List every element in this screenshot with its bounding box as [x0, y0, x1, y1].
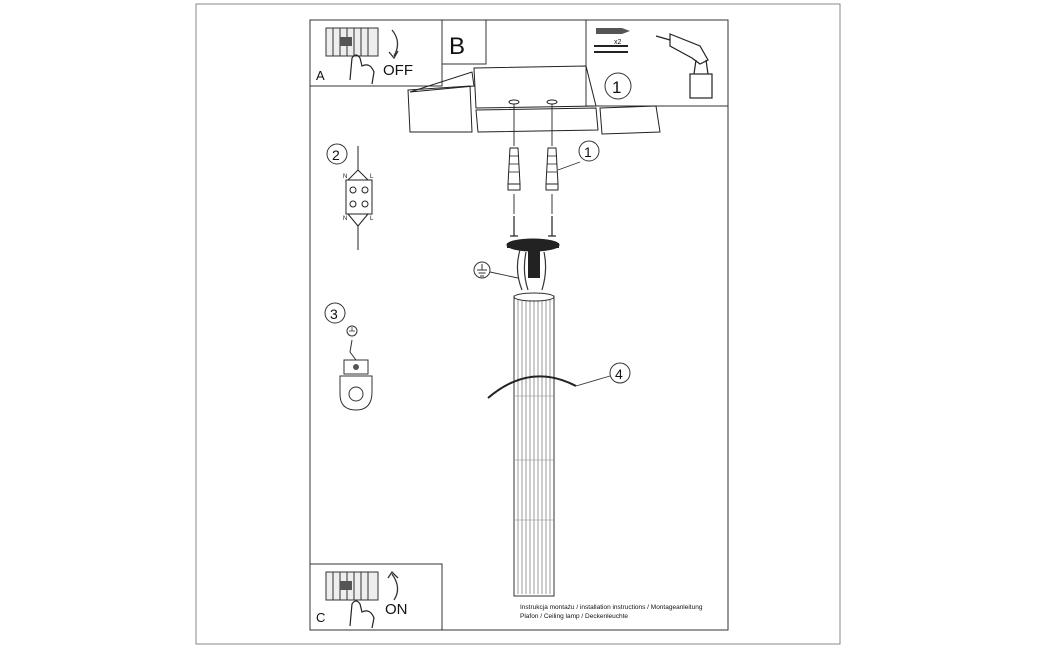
panel-a: A OFF — [309, 19, 443, 87]
panel-b-letter: B — [449, 33, 465, 60]
panel-c-state: ON — [385, 601, 408, 618]
screws — [510, 216, 556, 237]
ceiling-panels — [407, 65, 661, 135]
panel-b: B — [441, 19, 487, 65]
wall-plug-icon — [594, 28, 630, 53]
tools-box: x2 1 — [585, 19, 729, 107]
wiring-detail: 2 N L N L — [326, 143, 374, 250]
footer-line-2: Plafon / Ceiling lamp / Deckenleuchte — [520, 613, 628, 620]
canopy — [506, 238, 560, 291]
panel-c: C ON — [309, 563, 443, 631]
wiring-label-n-bottom: N — [343, 216, 347, 222]
earth-detail: 3 — [324, 302, 373, 411]
sheet-border — [309, 19, 729, 631]
callout-plugs: 1 — [584, 144, 592, 160]
lamp-tube — [513, 292, 555, 597]
hand-icon — [349, 600, 375, 629]
hand-icon — [349, 54, 375, 85]
clip-ring — [487, 375, 577, 399]
wiring-label-l-bottom: L — [370, 216, 374, 222]
callout-clip: 4 — [615, 366, 623, 382]
callout-wiring: 2 — [332, 147, 340, 163]
footer-line-1: Instrukcja montażu / installation instru… — [520, 604, 703, 611]
tools-quantity: x2 — [614, 39, 622, 46]
panel-c-letter: C — [316, 610, 325, 625]
breaker-icon — [325, 571, 379, 601]
breaker-icon — [325, 27, 379, 57]
arrow-up-icon — [391, 573, 399, 601]
drill-icon — [655, 33, 713, 99]
panel-a-letter: A — [316, 68, 325, 83]
callout-earth: 3 — [330, 306, 338, 322]
tools-step-number: 1 — [612, 78, 621, 97]
arrow-down-icon — [391, 29, 399, 57]
outer-border — [195, 3, 841, 645]
wiring-label-l: L — [370, 174, 374, 180]
wall-plugs — [507, 147, 559, 191]
wiring-label-n: N — [343, 174, 347, 180]
earth-icon — [473, 261, 519, 279]
panel-a-state: OFF — [383, 62, 413, 79]
